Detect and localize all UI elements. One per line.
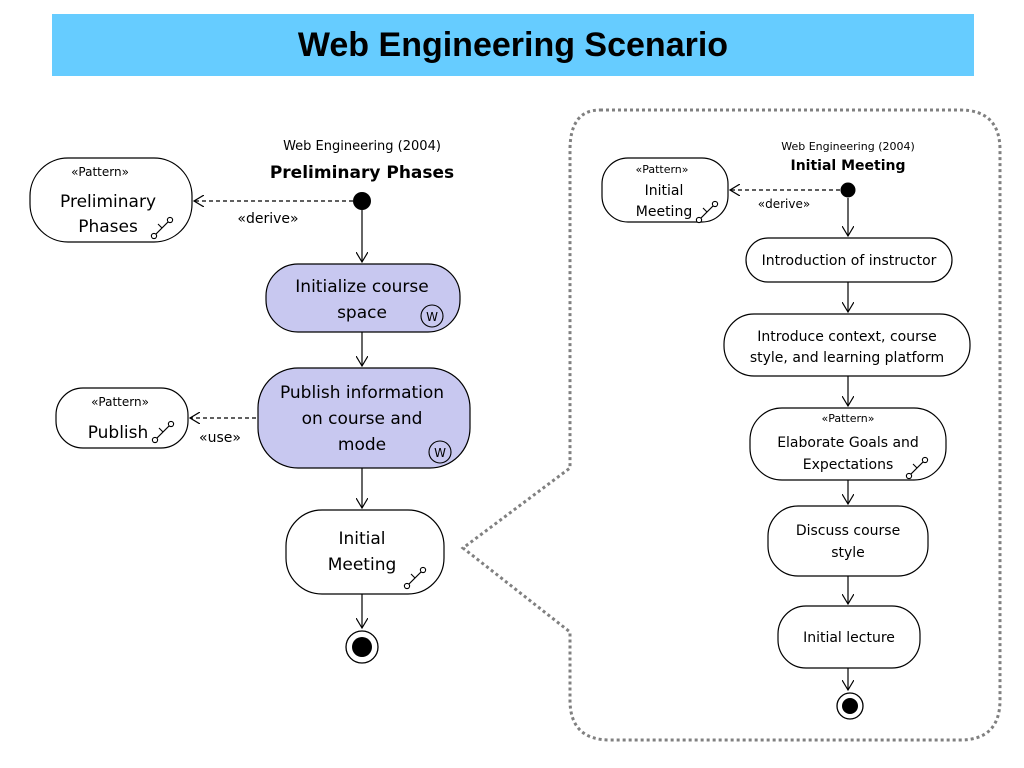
right-final-node xyxy=(836,692,864,720)
activity-label-line2: Meeting xyxy=(328,555,397,575)
activity-label-line2: style xyxy=(831,545,865,561)
right-caption-line2: Initial Meeting xyxy=(791,158,906,174)
pattern-preliminary-phases: «Pattern» Preliminary Phases xyxy=(29,157,193,243)
derive-label: «derive» xyxy=(237,211,298,227)
activity-stereotype: «Pattern» xyxy=(821,412,874,425)
activity-initial-meeting: Initial Meeting xyxy=(285,509,445,595)
use-label: «use» xyxy=(199,430,241,446)
left-initial-node xyxy=(353,192,371,210)
left-caption-line2: Preliminary Phases xyxy=(270,163,454,183)
pattern-label-line2: Meeting xyxy=(636,204,692,220)
activity-label-line1: Introduce context, course xyxy=(757,329,937,345)
pattern-label-line1: Publish xyxy=(88,423,149,443)
left-caption-line1: Web Engineering (2004) xyxy=(283,139,441,154)
pattern-stereotype: «Pattern» xyxy=(635,163,688,176)
activity-label-line3: mode xyxy=(338,435,386,455)
page-title: Web Engineering Scenario xyxy=(297,25,729,64)
derive-label: «derive» xyxy=(758,197,810,211)
activity-label-line2: on course and xyxy=(302,409,423,429)
pattern-initial-meeting: «Pattern» Initial Meeting xyxy=(601,157,729,224)
pattern-stereotype: «Pattern» xyxy=(71,165,129,179)
activity-label-line2: style, and learning platform xyxy=(750,350,944,366)
activity-introduce-context: Introduce context, course style, and lea… xyxy=(723,313,971,377)
activity-publish-information: Publish information on course and mode W xyxy=(257,367,471,469)
activity-label-line1: Initial lecture xyxy=(803,630,895,646)
activity-elaborate-goals: «Pattern» Elaborate Goals and Expectatio… xyxy=(749,407,947,481)
pattern-publish: «Pattern» Publish xyxy=(55,387,189,449)
activity-label-line1: Introduction of instructor xyxy=(762,253,937,269)
pattern-label-line1: Initial xyxy=(645,183,684,199)
activity-label-line2: space xyxy=(337,303,387,323)
activity-label-line1: Publish information xyxy=(280,383,444,403)
left-diagram: Web Engineering (2004) Preliminary Phase… xyxy=(29,139,471,664)
activity-introduction-of-instructor: Introduction of instructor xyxy=(745,237,953,283)
left-final-node xyxy=(345,630,379,664)
activity-label-line2: Expectations xyxy=(803,457,894,473)
activity-label-line1: Initialize course xyxy=(295,277,428,297)
zoom-callout xyxy=(460,108,1002,742)
title-bar: Web Engineering Scenario xyxy=(52,14,974,76)
pattern-stereotype: «Pattern» xyxy=(91,395,149,409)
activity-label-line1: Discuss course xyxy=(796,523,900,539)
right-initial-node xyxy=(840,182,856,198)
right-caption-line1: Web Engineering (2004) xyxy=(781,140,915,153)
right-diagram: Web Engineering (2004) Initial Meeting «… xyxy=(601,140,971,720)
web-marker-icon: W xyxy=(434,446,446,460)
activity-initialize-course-space: Initialize course space W xyxy=(265,263,461,333)
activity-label-line1: Elaborate Goals and xyxy=(777,435,919,451)
pattern-label-line2: Phases xyxy=(78,217,138,237)
pattern-label-line1: Preliminary xyxy=(60,192,156,212)
web-marker-icon: W xyxy=(426,310,438,324)
activity-initial-lecture: Initial lecture xyxy=(777,605,921,669)
activity-discuss-course-style: Discuss course style xyxy=(767,505,929,577)
activity-label-line1: Initial xyxy=(338,529,385,549)
